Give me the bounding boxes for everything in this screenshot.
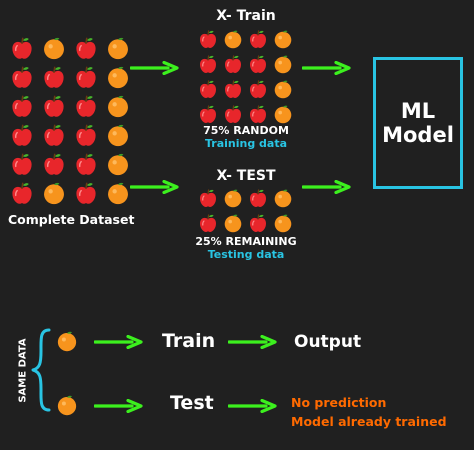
orange-icon [273,188,293,208]
apple-icon [10,181,34,205]
train-percent-label: 75% RANDOM [203,124,289,137]
x-test-title: X- TEST [216,168,276,184]
ml-model-box: ML Model [373,57,463,189]
apple-icon [248,213,268,233]
apple-icon [42,152,66,176]
orange-icon [273,54,293,74]
orange-icon [42,36,66,60]
train-grid [198,29,293,124]
model-line2: Model [382,123,454,147]
arrow-right-icon [130,61,180,75]
apple-icon [42,94,66,118]
apple-icon [10,94,34,118]
apple-icon [42,65,66,89]
arrow-right-icon [94,335,144,349]
apple-icon [223,79,243,99]
apple-icon [198,213,218,233]
apple-icon [10,36,34,60]
test-percent-label: 25% REMAINING [195,235,297,248]
test-grid [198,188,293,233]
apple-icon [223,54,243,74]
arrow-right-icon [302,180,352,194]
apple-icon [248,188,268,208]
apple-icon [198,188,218,208]
apple-icon [10,152,34,176]
apple-icon [74,65,98,89]
orange-icon [106,152,130,176]
apple-icon [198,104,218,124]
apple-icon [248,54,268,74]
model-already-trained-label: Model already trained [291,414,447,429]
apple-icon [198,79,218,99]
apple-icon [223,104,243,124]
orange-icon [106,181,130,205]
apple-icon [248,104,268,124]
orange-icon [42,181,66,205]
arrow-right-icon [228,399,278,413]
arrow-right-icon [302,61,352,75]
orange-icon [56,330,78,352]
apple-icon [74,94,98,118]
orange-icon [273,79,293,99]
apple-icon [74,36,98,60]
orange-icon [273,29,293,49]
apple-icon [74,152,98,176]
train-label: Train [162,330,216,352]
x-train-title: X- Train [216,8,276,24]
orange-icon [223,213,243,233]
training-data-label: Training data [204,137,288,150]
complete-dataset-label: Complete Dataset [8,212,135,227]
apple-icon [248,29,268,49]
arrow-right-icon [94,399,144,413]
arrow-right-icon [130,180,180,194]
orange-icon [106,36,130,60]
orange-icon [223,188,243,208]
orange-icon [106,94,130,118]
apple-icon [248,79,268,99]
apple-icon [198,54,218,74]
apple-icon [42,123,66,147]
orange-icon [56,394,78,416]
model-line1: ML [400,99,436,123]
apple-icon [74,181,98,205]
testing-data-label: Testing data [207,248,285,261]
orange-icon [106,123,130,147]
orange-icon [106,65,130,89]
apple-icon [10,123,34,147]
output-label: Output [294,332,362,352]
complete-dataset-grid [10,36,130,205]
apple-icon [74,123,98,147]
brace-icon [31,328,51,412]
orange-icon [273,104,293,124]
apple-icon [198,29,218,49]
orange-icon [223,29,243,49]
no-prediction-label: No prediction [291,395,387,410]
apple-icon [10,65,34,89]
orange-icon [273,213,293,233]
test-label: Test [170,392,214,414]
arrow-right-icon [228,335,278,349]
